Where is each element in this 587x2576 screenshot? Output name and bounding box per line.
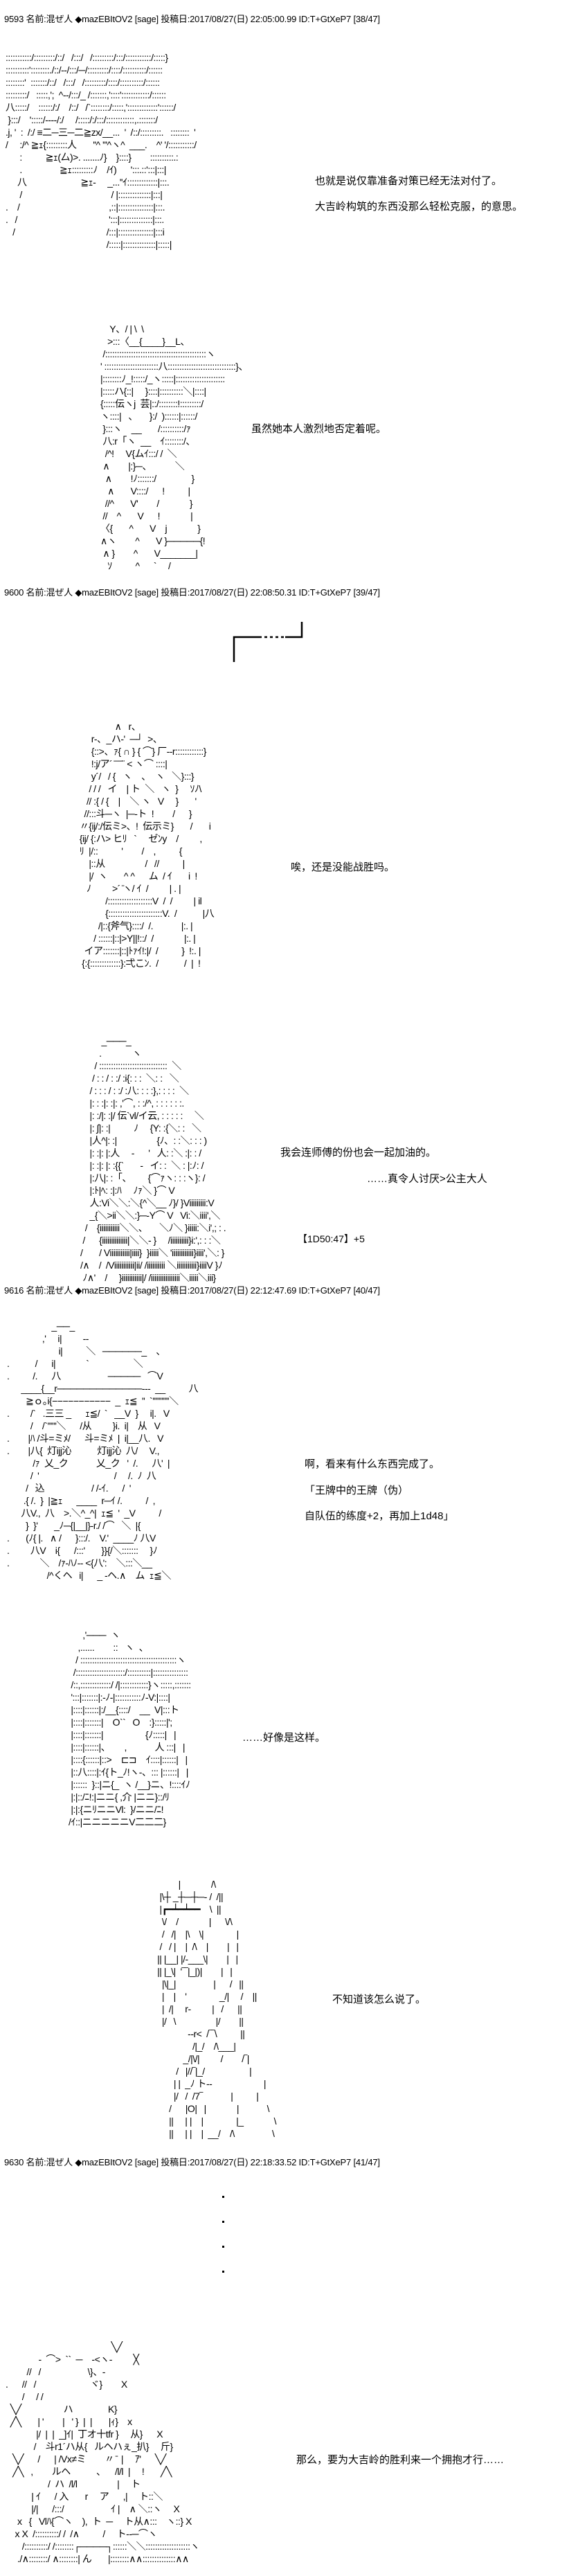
ellipsis-dot <box>222 2221 224 2223</box>
dice-roll-result: 【1D50:47】+5 <box>298 1233 365 1244</box>
bracket-mark <box>233 622 303 662</box>
post-header-9616: 9616 名前:混ぜ人 ◆mazEBItOV2 [sage] 投稿日:2017/… <box>4 1285 380 1296</box>
post-header-9630: 9630 名前:混ぜ人 ◆mazEBItOV2 [sage] 投稿日:2017/… <box>4 2157 380 2167</box>
ascii-art-character-hat: _──_ ,' i| -- i| ＼ ──────_ 、 . / i| ` ＼ … <box>7 1321 199 1581</box>
dialogue-line: ……好像是这样。 <box>242 1732 326 1744</box>
dialogue-line: 我会连师傅的份也会一起加油的。 <box>280 1147 437 1159</box>
ascii-art-character-standing: Y、/ | \ \ >:::〈__{____}__L、 /:::::::::::… <box>100 323 249 571</box>
post-header-9600: 9600 名前:混ぜ人 ◆mazEBItOV2 [sage] 投稿日:2017/… <box>4 587 380 598</box>
dialogue-line: 「王牌中的王牌（伪） <box>305 1485 409 1496</box>
ellipsis-dot <box>222 2246 224 2248</box>
dialogue-line: 自队伍的练度+2，再加上1d48」 <box>305 1510 454 1522</box>
dialogue-line: 唉，还是没能战胜吗。 <box>291 861 395 873</box>
dialogue-line: 也就是说仅靠准备对策已经无法对付了。 <box>315 175 503 187</box>
dialogue-line: 虽然她本人激烈地否定着呢。 <box>251 423 387 435</box>
ascii-art-character-crown: ∧ r、 r‐、_ハ‐' ─┘ >、 {::>、ｧ{ ∩ } { ⌒} 厂‐‐r… <box>79 721 215 969</box>
ascii-art-character-sparkles: ╲╱ - ⌒> `` ─ -<ヽ- ╳ // / \}、- . // / ヾ} … <box>6 2341 200 2564</box>
post-header-9593: 9593 名前:混ぜ人 ◆mazEBItOV2 [sage] 投稿日:2017/… <box>4 14 380 24</box>
dialogue-line: 大吉岭构筑的东西没那么轻松克服，的意思。 <box>315 201 523 213</box>
ascii-art-character-hooded: _───_ . ヽ / ::::::::::::::::::::::::::::… <box>80 1035 226 1283</box>
dialogue-line: 啊，看来有什么东西完成了。 <box>305 1458 440 1470</box>
ellipsis-dot <box>222 2271 224 2273</box>
ellipsis-dot <box>222 2196 224 2198</box>
ascii-art-character-tiara: | /\ |\┼ _┼─┼─- / /|| |┏━┷━┷━━ \ || \/ /… <box>157 1879 276 2139</box>
dialogue-line: 不知道该怎么说了。 <box>332 1994 426 2005</box>
ascii-art-hallway: :::::::::::/:::::::::/::/ /:::/ /:::::::… <box>6 52 197 250</box>
dialogue-line: ……真令人讨厌>公主大人 <box>367 1173 487 1185</box>
ascii-art-character-surprised: ,'─── ヽ ,...... :: ヽ 、 / :::::::::::::::… <box>68 1629 191 1827</box>
dialogue-line: 那么，要为大吉岭的胜利来一个拥抱才行…… <box>296 2454 505 2466</box>
